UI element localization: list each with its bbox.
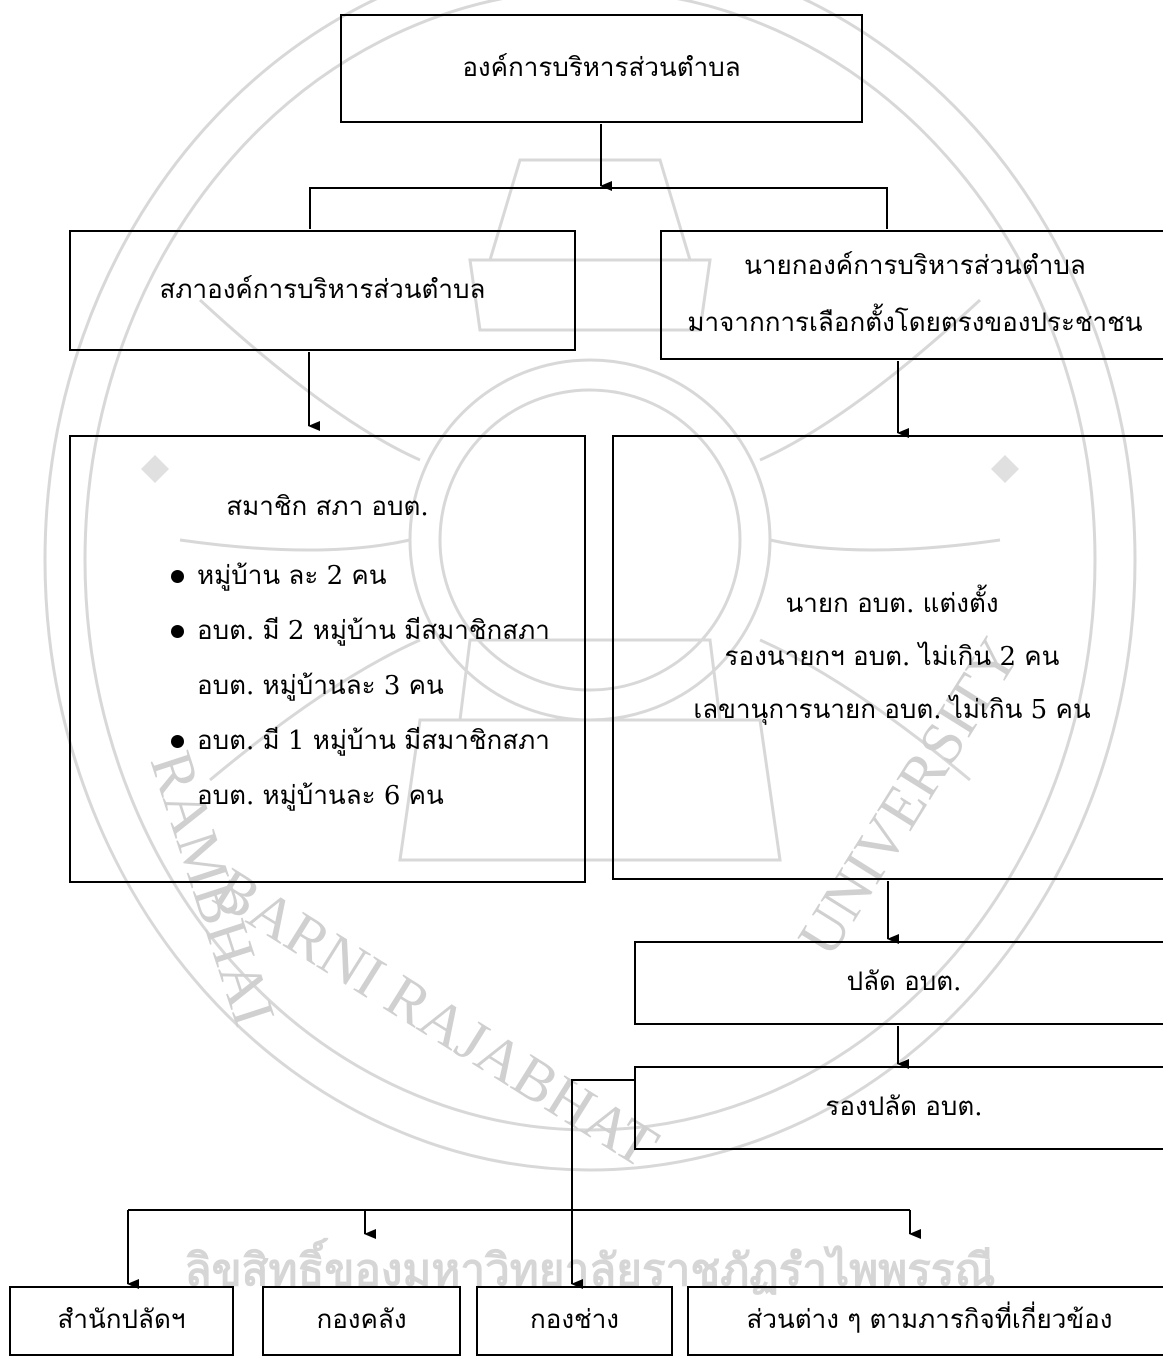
council-label: สภาองค์การบริหารส่วนตำบล xyxy=(159,274,486,305)
deputy-branch-connector xyxy=(571,1079,634,1210)
bullet-icon xyxy=(171,735,184,748)
members-list: หมู่บ้าน ละ 2 คน อบต. มี 2 หมู่บ้าน มีสม… xyxy=(169,549,550,824)
appointees-line-1: นายก อบต. แต่งตั้ง xyxy=(785,589,999,619)
mayor-line-1: นายกองค์การบริหารส่วนตำบล xyxy=(744,251,1086,281)
bullet-icon xyxy=(171,625,184,638)
deputy-clerk-box: รองปลัด อบต. xyxy=(634,1066,1163,1150)
member-item-line-2: อบต. หมู่บ้านละ 6 คน xyxy=(197,781,444,811)
member-item-line-1: หมู่บ้าน ละ 2 คน xyxy=(197,561,387,591)
sao-box: องค์การบริหารส่วนตำบล xyxy=(340,14,863,123)
department-label: สำนักปลัดฯ xyxy=(57,1305,186,1336)
member-item-line-1: อบต. มี 2 หมู่บ้าน มีสมาชิกสภา xyxy=(197,616,550,646)
department-box-other: ส่วนต่าง ๆ ตามภารกิจที่เกี่ยวข้อง xyxy=(687,1286,1163,1356)
member-item-line-2: อบต. หมู่บ้านละ 3 คน xyxy=(197,671,444,701)
mayor-appointees-box: นายก อบต. แต่งตั้ง รองนายกฯ อบต. ไม่เกิน… xyxy=(612,435,1163,880)
list-item: หมู่บ้าน ละ 2 คน xyxy=(169,549,550,604)
department-box-office: สำนักปลัดฯ xyxy=(9,1286,234,1356)
bullet-icon xyxy=(171,570,184,583)
list-item: อบต. มี 1 หมู่บ้าน มีสมาชิกสภา อบต. หมู่… xyxy=(169,714,550,824)
sao-label: องค์การบริหารส่วนตำบล xyxy=(462,52,741,83)
clerk-box: ปลัด อบต. xyxy=(634,941,1163,1025)
members-title: สมาชิก สภา อบต. xyxy=(226,492,429,522)
appointees-line-2: รองนายกฯ อบต. ไม่เกิน 2 คน xyxy=(724,642,1060,672)
department-box-finance: กองคลัง xyxy=(262,1286,461,1356)
department-label: กองช่าง xyxy=(530,1305,619,1336)
mayor-line-2: มาจากการเลือกตั้งโดยตรงของประชาชน xyxy=(687,308,1143,338)
department-box-engineering: กองช่าง xyxy=(476,1286,673,1356)
branch-top-connector xyxy=(309,187,888,229)
mayor-box: นายกองค์การบริหารส่วนตำบล มาจากการเลือกต… xyxy=(660,230,1163,360)
deputy-clerk-label: รองปลัด อบต. xyxy=(825,1092,983,1123)
clerk-label: ปลัด อบต. xyxy=(846,967,962,998)
list-item: อบต. มี 2 หมู่บ้าน มีสมาชิกสภา อบต. หมู่… xyxy=(169,604,550,714)
department-label: กองคลัง xyxy=(316,1305,407,1336)
council-box: สภาองค์การบริหารส่วนตำบล xyxy=(69,230,576,351)
appointees-line-3: เลขานุการนายก อบต. ไม่เกิน 5 คน xyxy=(693,695,1091,725)
council-members-box: สมาชิก สภา อบต. หมู่บ้าน ละ 2 คน อบต. มี… xyxy=(69,435,586,883)
member-item-line-1: อบต. มี 1 หมู่บ้าน มีสมาชิกสภา xyxy=(197,726,550,756)
department-label: ส่วนต่าง ๆ ตามภารกิจที่เกี่ยวข้อง xyxy=(746,1305,1113,1336)
